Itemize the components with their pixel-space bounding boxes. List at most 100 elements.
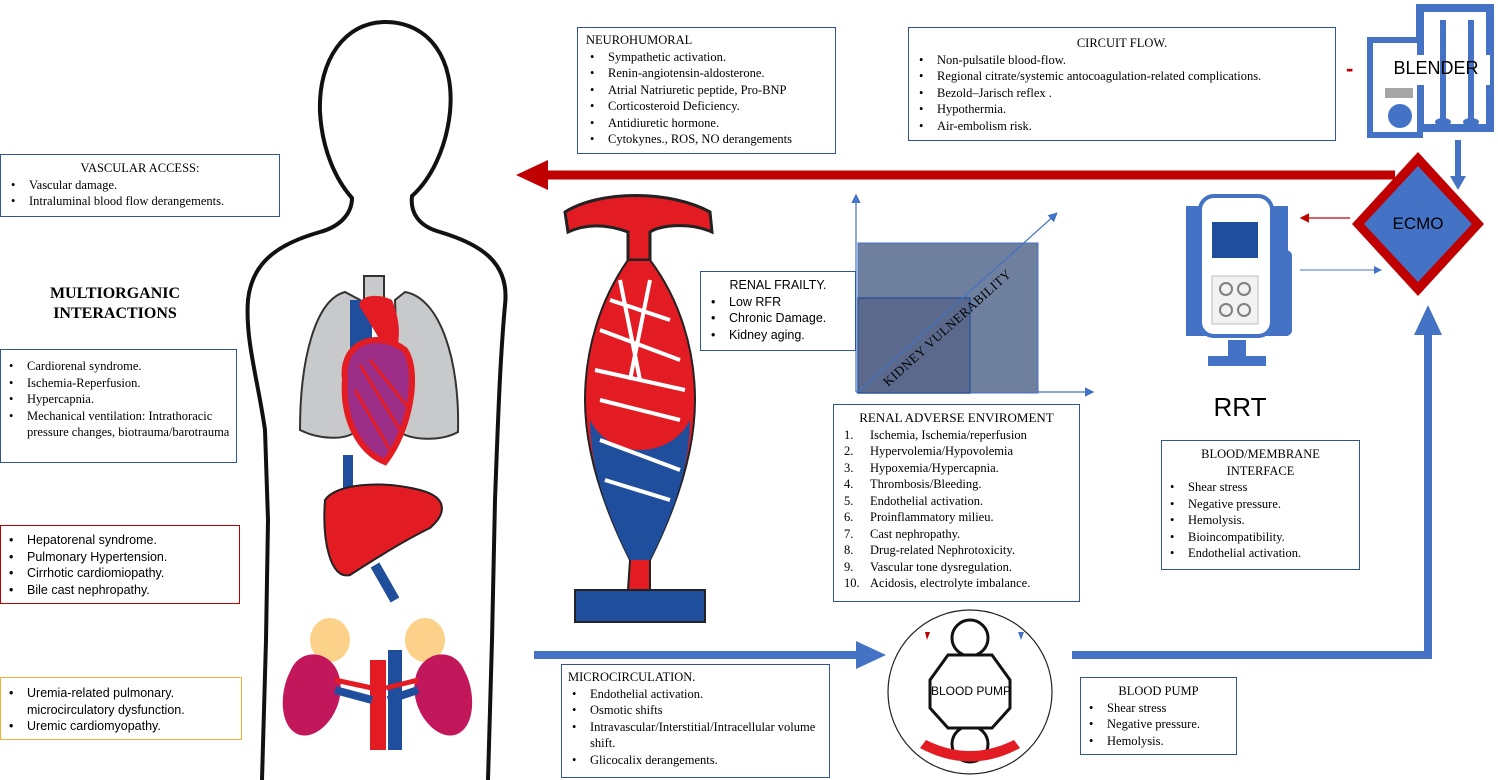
list-item: 7. Cast nephropathy.	[836, 526, 1077, 543]
list-item: Hypercapnia.	[5, 391, 232, 408]
item-text: Thrombosis/Bleeding.	[870, 477, 982, 491]
ecmo-label: ECMO	[1392, 214, 1444, 233]
item-text: Cast nephropathy.	[870, 526, 961, 541]
list-item: 4. Thrombosis/Bleeding.	[836, 476, 1077, 493]
item-number: 9.	[844, 559, 854, 574]
blender-label: BLENDER	[1393, 58, 1479, 78]
item-number: 10.	[844, 576, 860, 590]
microcirculation-box: MICROCIRCULATION. Endothelial activation…	[561, 664, 830, 778]
list-item: Pulmonary Hypertension.	[5, 549, 235, 566]
list-item: 1.Ischemia, Ischemia/reperfusion	[836, 427, 1077, 444]
blood-pump-label: BLOOD PUMP	[930, 684, 1011, 698]
kidneys-illustration	[282, 618, 473, 750]
list-item: Bile cast nephropathy.	[5, 582, 235, 599]
multiorganic-line2: INTERACTIONS	[53, 305, 177, 322]
list-item: Cytokynes., ROS, NO derangements	[586, 131, 827, 148]
item-text: Vascular tone dysregulation.	[870, 559, 1012, 574]
list-item: 8. Drug-related Nephrotoxicity.	[836, 542, 1077, 559]
dash-label: -	[1346, 56, 1354, 81]
list-item: Low RFR	[707, 294, 849, 311]
list-item: 5. Endothelial activation.	[836, 493, 1077, 510]
list-item: Uremia-related pulmonary. microcirculato…	[5, 685, 237, 718]
list-item: Hepatorenal syndrome.	[5, 532, 235, 549]
capillary-network-illustration	[563, 194, 714, 623]
item-text: Drug-related Nephrotoxicity.	[870, 543, 1015, 557]
list-item: Cirrhotic cardiomiopathy.	[5, 565, 235, 582]
ecmo-diamond	[1352, 152, 1484, 296]
list-item: Cardiorenal syndrome.	[5, 358, 232, 375]
list-item: Non-pulsatile blood-flow.	[915, 52, 1329, 69]
item-text: Hypervolemia/Hypovolemia	[870, 444, 1014, 458]
list-item: Antidiuretic hormone.	[586, 115, 827, 132]
circuit-flow-box: CIRCUIT FLOW. Non-pulsatile blood-flow. …	[908, 27, 1336, 141]
list-item: Sympathetic activation.	[586, 49, 827, 66]
list-item: Hypothermia.	[915, 101, 1329, 118]
list-item: 10. Acidosis, electrolyte imbalance.	[836, 575, 1077, 592]
neurohumoral-title: NEUROHUMORAL	[586, 33, 693, 47]
list-item: Chronic Damage.	[707, 310, 849, 327]
multiorganic-heading: MULTIORGANIC INTERACTIONS	[20, 284, 210, 324]
list-item: Shear stress	[1166, 479, 1355, 496]
item-number: 5.	[844, 493, 854, 508]
item-text: Ischemia, Ischemia/reperfusion	[870, 427, 1027, 442]
item-text: Proinflammatory milieu.	[870, 510, 994, 524]
pump-to-ecmo-arrow	[1072, 330, 1432, 659]
item-text: Acidosis, electrolyte imbalance.	[870, 576, 1031, 590]
list-item: Intraluminal blood flow derangements.	[7, 193, 273, 210]
blood-pump-box: BLOOD PUMP Shear stress Negative pressur…	[1080, 677, 1237, 755]
item-number: 4.	[844, 477, 854, 491]
list-item: Regional citrate/systemic antocoagulatio…	[915, 68, 1329, 85]
list-item: Air-embolism risk.	[915, 118, 1329, 135]
blood-membrane-box: BLOOD/MEMBRANE INTERFACE Shear stress Ne…	[1161, 440, 1360, 570]
hepatic-box: Hepatorenal syndrome. Pulmonary Hyperten…	[0, 525, 240, 604]
renal-frailty-title: RENAL FRAILTY.	[729, 278, 827, 292]
blender-device	[1367, 4, 1494, 138]
blood-membrane-title: BLOOD/MEMBRANE INTERFACE	[1201, 447, 1320, 478]
list-item: 2. Hypervolemia/Hypovolemia	[836, 443, 1077, 460]
list-item: Vascular damage.	[7, 177, 273, 194]
list-item: 6. Proinflammatory milieu.	[836, 509, 1077, 526]
vascular-access-box: VASCULAR ACCESS: Vascular damage. Intral…	[0, 154, 280, 217]
kidney-vulnerability-chart	[851, 193, 1095, 397]
item-number: 3.	[844, 460, 854, 475]
item-text: Hypoxemia/Hypercapnia.	[870, 460, 999, 475]
list-item: Uremic cardiomyopathy.	[5, 718, 237, 735]
list-item: Atrial Natriuretic peptide, Pro-BNP	[586, 82, 827, 99]
list-item: Hemolysis.	[1166, 512, 1355, 529]
list-item: 3. Hypoxemia/Hypercapnia.	[836, 460, 1077, 477]
list-item: Glicocalix derangements.	[568, 752, 823, 769]
item-number: 7.	[844, 526, 854, 541]
lungs-illustration	[298, 275, 460, 466]
vascular-access-title: VASCULAR ACCESS:	[80, 161, 200, 175]
human-silhouette	[245, 19, 508, 780]
blood-pump-graphic	[887, 609, 1053, 775]
item-number: 6.	[844, 510, 854, 524]
rrt-label: RRT	[1213, 392, 1267, 422]
list-item: Kidney aging.	[707, 327, 849, 344]
list-item: Negative pressure.	[1085, 716, 1232, 733]
list-item: Mechanical ventilation: Intrathoracic pr…	[5, 408, 232, 441]
multiorganic-line1: MULTIORGANIC	[49, 285, 181, 302]
item-text: Endothelial activation.	[870, 493, 984, 508]
list-item: Corticosteroid Deficiency.	[586, 98, 827, 115]
renal-adverse-title: RENAL ADVERSE ENVIROMENT	[859, 410, 1054, 425]
list-item: Osmotic shifts	[568, 702, 823, 719]
item-number: 8.	[844, 543, 854, 557]
microcirculation-title: MICROCIRCULATION.	[568, 670, 696, 684]
list-item: Negative pressure.	[1166, 496, 1355, 513]
blood-pump-box-title: BLOOD PUMP	[1118, 684, 1199, 698]
neurohumoral-box: NEUROHUMORAL Sympathetic activation. Ren…	[577, 27, 836, 154]
cardiorenal-box: Cardiorenal syndrome. Ischemia-Reperfusi…	[0, 349, 237, 463]
list-item: Ischemia-Reperfusion.	[5, 375, 232, 392]
list-item: Endothelial activation.	[568, 686, 823, 703]
list-item: 9. Vascular tone dysregulation.	[836, 559, 1077, 576]
list-item: Bioincompatibility.	[1166, 529, 1355, 546]
circuit-flow-title: CIRCUIT FLOW.	[1076, 36, 1168, 50]
rrt-machine	[1186, 194, 1292, 366]
liver-illustration	[323, 455, 443, 603]
list-item: Intravascular/Interstitial/Intracellular…	[568, 719, 823, 752]
list-item: Renin-angiotensin-aldosterone.	[586, 65, 827, 82]
item-number: 2.	[844, 444, 854, 458]
uremia-box: Uremia-related pulmonary. microcirculato…	[0, 677, 242, 740]
